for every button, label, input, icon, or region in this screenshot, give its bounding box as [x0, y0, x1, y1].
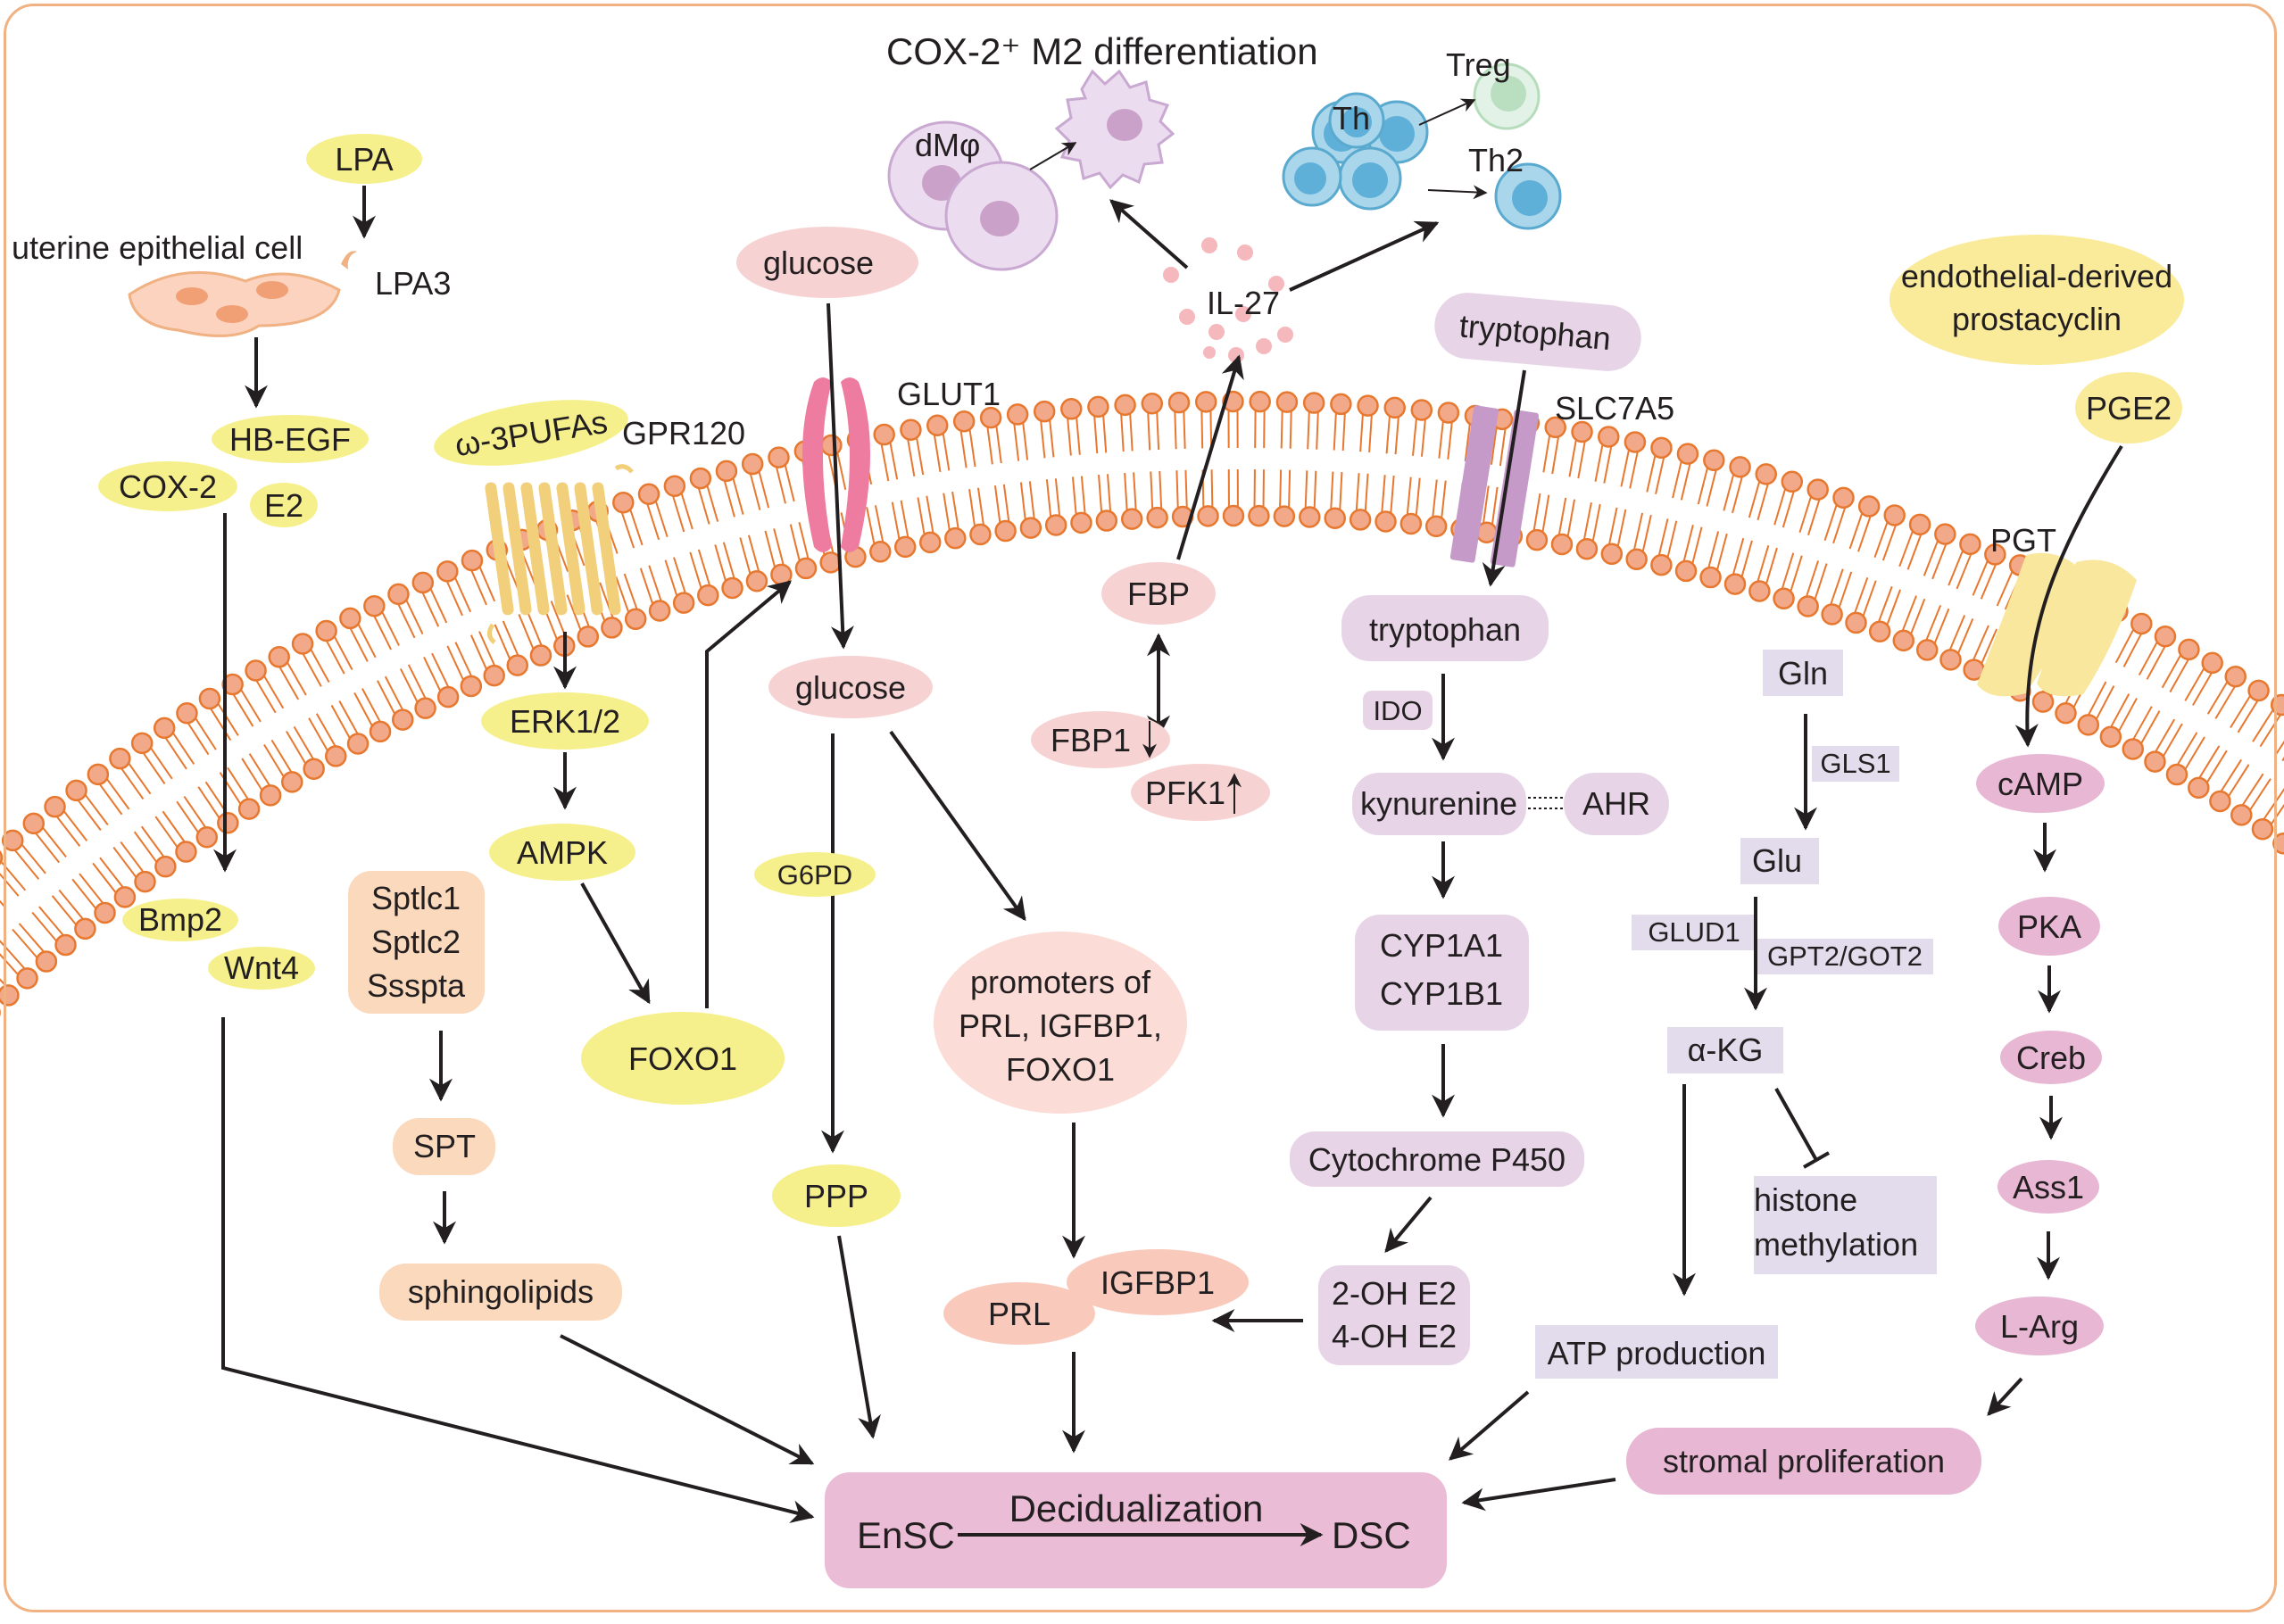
diagram-border — [4, 4, 2277, 1612]
